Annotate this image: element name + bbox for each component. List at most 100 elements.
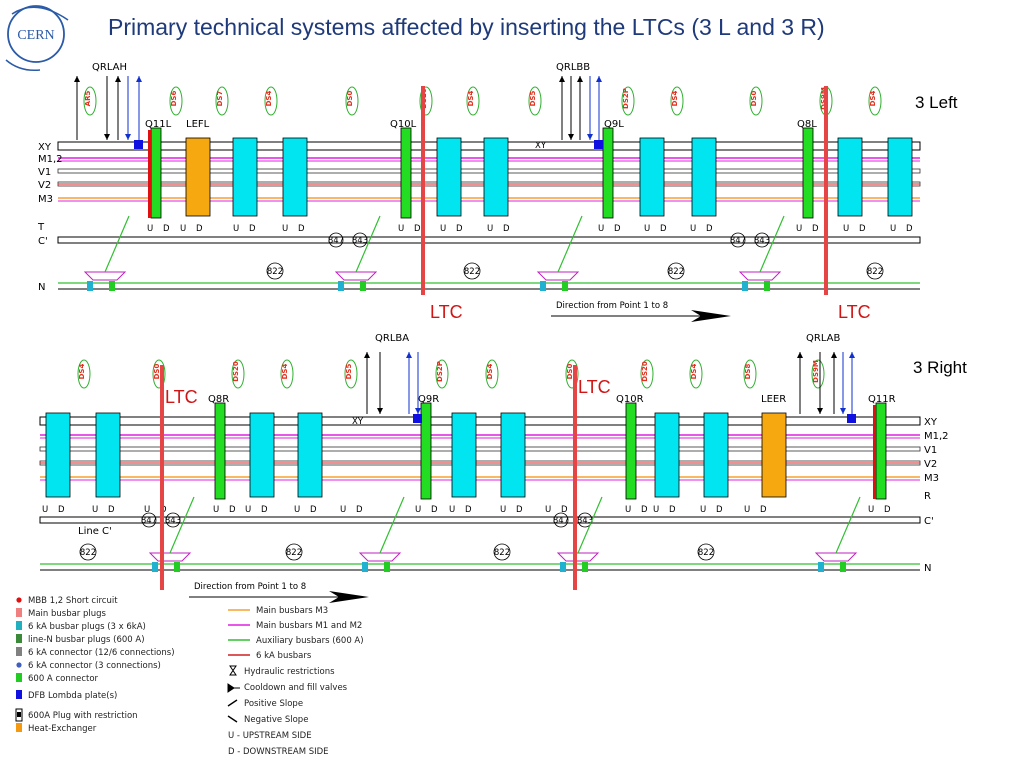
legend-item-label: Positive Slope [244, 699, 303, 709]
ds-tag-label: DS20 [641, 361, 649, 382]
legend-item-label: MBB 1,2 Short circuit [28, 596, 118, 606]
cern-logo-text: CERN [17, 28, 54, 43]
valve-arrow [415, 408, 421, 414]
ltc-label: LTC [578, 377, 611, 397]
heat-exchanger [761, 412, 787, 498]
ds-tag-oval [419, 86, 433, 116]
ds-tag-label: DS5 [345, 364, 353, 380]
ds-tag-oval [169, 86, 183, 116]
tt-sensor-label: 847 [730, 236, 746, 246]
quadrupole [420, 402, 432, 500]
legend-item-label: 6 kA busbars [256, 651, 312, 661]
legend-swatch [229, 665, 237, 676]
tt-sensor-label: 822 [867, 267, 883, 277]
tt-sensor-label: 822 [286, 548, 302, 558]
legend-item-label: 600A Plug with restriction [28, 711, 138, 721]
upstream-label: U [282, 224, 288, 234]
ds-tag-oval [152, 359, 166, 389]
dfb-plate [594, 140, 603, 149]
six-ka-plug [540, 281, 546, 291]
dipole-magnet [436, 137, 462, 217]
valve-arrow [125, 134, 131, 140]
ds-tag-oval [435, 359, 449, 389]
downstream-label: D [906, 224, 913, 234]
tt-sensor [266, 262, 284, 280]
direction-label: Direction from Point 1 to 8 [556, 301, 668, 311]
valve-group-label: QRLBB [556, 62, 590, 73]
upstream-label: U [294, 505, 300, 515]
jumper-box [556, 552, 600, 562]
quad-label: Q9L [604, 119, 624, 130]
quad-label: Q11L [145, 119, 172, 130]
legend-swatch [16, 723, 22, 732]
jumper-box [148, 552, 192, 562]
downstream-label: D [716, 505, 723, 515]
line-n-plug [109, 281, 115, 291]
quadrupole [875, 402, 887, 500]
ds-tag-oval [231, 359, 245, 389]
upstream-label: U [843, 224, 849, 234]
ds-tag-label: DS5 [529, 91, 537, 107]
quad-label: Q8R [208, 394, 229, 405]
line-label: C' [924, 516, 934, 527]
dipole-magnet [249, 412, 275, 498]
downstream-label: D [812, 224, 819, 234]
jumper-box [814, 552, 858, 562]
downstream-label: D [431, 505, 438, 515]
tt-sensor [697, 543, 715, 561]
ds-tag-label: DS20 [232, 361, 240, 382]
downstream-label: D [298, 224, 305, 234]
quadrupole [602, 127, 614, 219]
aux-busbar [379, 496, 405, 554]
ds-tag-label: DS4 [869, 91, 877, 107]
downstream-label: D [249, 224, 256, 234]
upstream-label: U [796, 224, 802, 234]
six-ka-plug [87, 281, 93, 291]
ds-tag-oval [528, 86, 542, 116]
legend-item-label: 6 kA connector (12/6 connections) [28, 648, 175, 658]
downstream-label: D [669, 505, 676, 515]
legend-swatch [16, 634, 22, 643]
ds-tag-label: DS0 [750, 91, 758, 107]
upstream-label: U [653, 505, 659, 515]
ltc-label: LTC [838, 302, 871, 322]
legend-swatch [16, 608, 22, 617]
downstream-label: D [614, 224, 621, 234]
downstream-label: D [229, 505, 236, 515]
tt-sensor-label: 822 [494, 548, 510, 558]
dipole-magnet [691, 137, 717, 217]
c-line [39, 516, 921, 524]
downstream-label: D [760, 505, 767, 515]
upstream-label: U [700, 505, 706, 515]
legend-item-label: D - DOWNSTREAM SIDE [228, 747, 329, 757]
dipole-magnet [500, 412, 526, 498]
ds-tag-label: DS4 [671, 91, 679, 107]
quadrupole [625, 402, 637, 500]
valve-arrow [406, 352, 412, 358]
line-label: M1,2 [38, 154, 63, 165]
legend-item-label: 600 A connector [28, 674, 99, 684]
line-n-plug [764, 281, 770, 291]
six-ka-plug [362, 562, 368, 572]
valve-arrow [849, 352, 855, 358]
ds-tag-label: DS2P [436, 361, 444, 382]
ds-tag-label: DS4 [690, 364, 698, 380]
aux-busbar [104, 215, 130, 273]
quadrupole [802, 127, 814, 219]
tt-sensor [165, 512, 181, 528]
tt-sensor [79, 543, 97, 561]
valve-group-label: QRLAH [92, 62, 127, 73]
dipole-magnet [282, 137, 308, 217]
line-label: T [37, 222, 45, 233]
ds-tag-label: DS4 [78, 364, 86, 380]
heat-exchanger [185, 137, 211, 217]
slide-title: Primary technical systems affected by in… [108, 14, 825, 40]
upstream-label: U [890, 224, 896, 234]
ds-tag-label: DS7 [216, 91, 224, 107]
six-ka-busbar [148, 130, 151, 218]
quad-label: Q11R [868, 394, 896, 405]
jumper-box [536, 271, 580, 281]
section-label: 3 Left [915, 93, 958, 112]
